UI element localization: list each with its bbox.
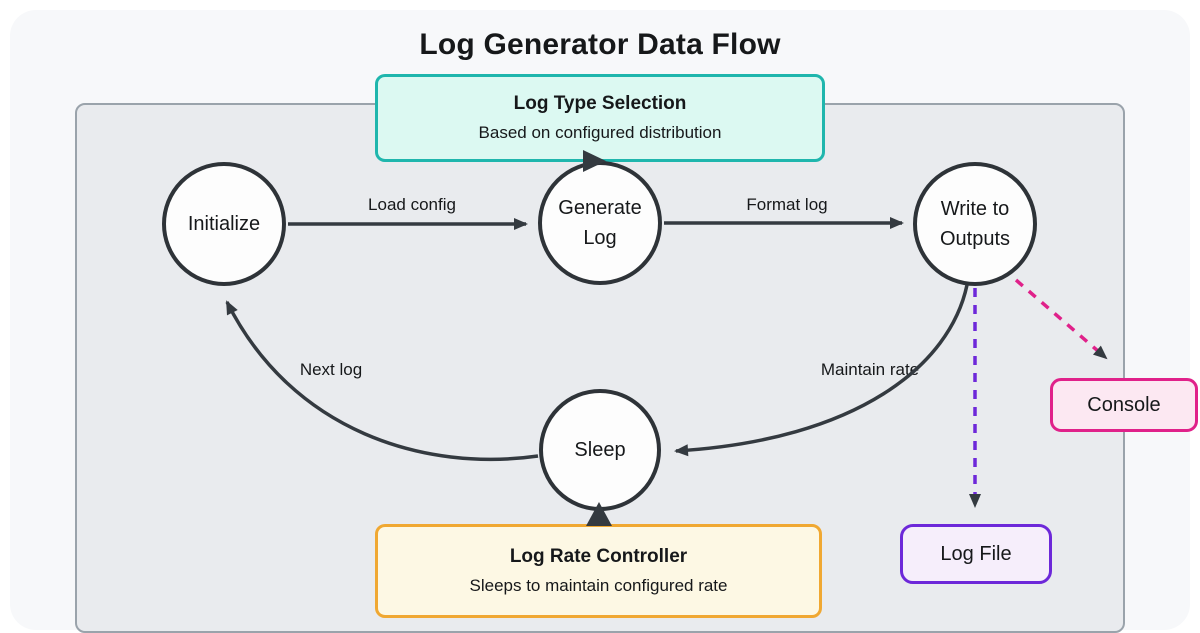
state-initialize: Initialize — [162, 162, 286, 286]
state-generate-log: Generate Log — [538, 161, 662, 285]
diagram-stage: Log Generator Data Flow Log Type Selecti… — [75, 28, 1198, 633]
state-write-to-outputs-label: Write to Outputs — [939, 198, 1011, 250]
note-log-type-selection: Log Type Selection Based on configured d… — [375, 74, 825, 162]
note-log-rate-controller: Log Rate Controller Sleeps to maintain c… — [375, 524, 822, 618]
output-console-label: Console — [1087, 393, 1161, 416]
state-write-to-outputs: Write to Outputs — [913, 162, 1037, 286]
state-generate-log-label: Generate Log — [558, 197, 642, 249]
output-console: Console — [1050, 378, 1198, 432]
note-log-type-subtitle: Based on configured distribution — [478, 123, 722, 142]
state-sleep-label: Sleep — [574, 439, 626, 461]
output-log-file: Log File — [900, 524, 1052, 584]
edge-label-load-config: Load config — [368, 195, 456, 214]
note-log-type-title: Log Type Selection — [513, 93, 687, 114]
edge-label-next-log: Next log — [299, 360, 363, 379]
state-initialize-label: Initialize — [187, 213, 261, 235]
output-log-file-label: Log File — [940, 542, 1012, 565]
state-sleep: Sleep — [539, 389, 661, 511]
edge-label-maintain-rate: Maintain rate — [820, 360, 920, 379]
edge-label-format-log: Format log — [746, 195, 828, 214]
diagram-title: Log Generator Data Flow — [419, 28, 781, 61]
note-log-rate-title: Log Rate Controller — [509, 546, 688, 567]
note-log-rate-subtitle: Sleeps to maintain configured rate — [469, 576, 728, 595]
